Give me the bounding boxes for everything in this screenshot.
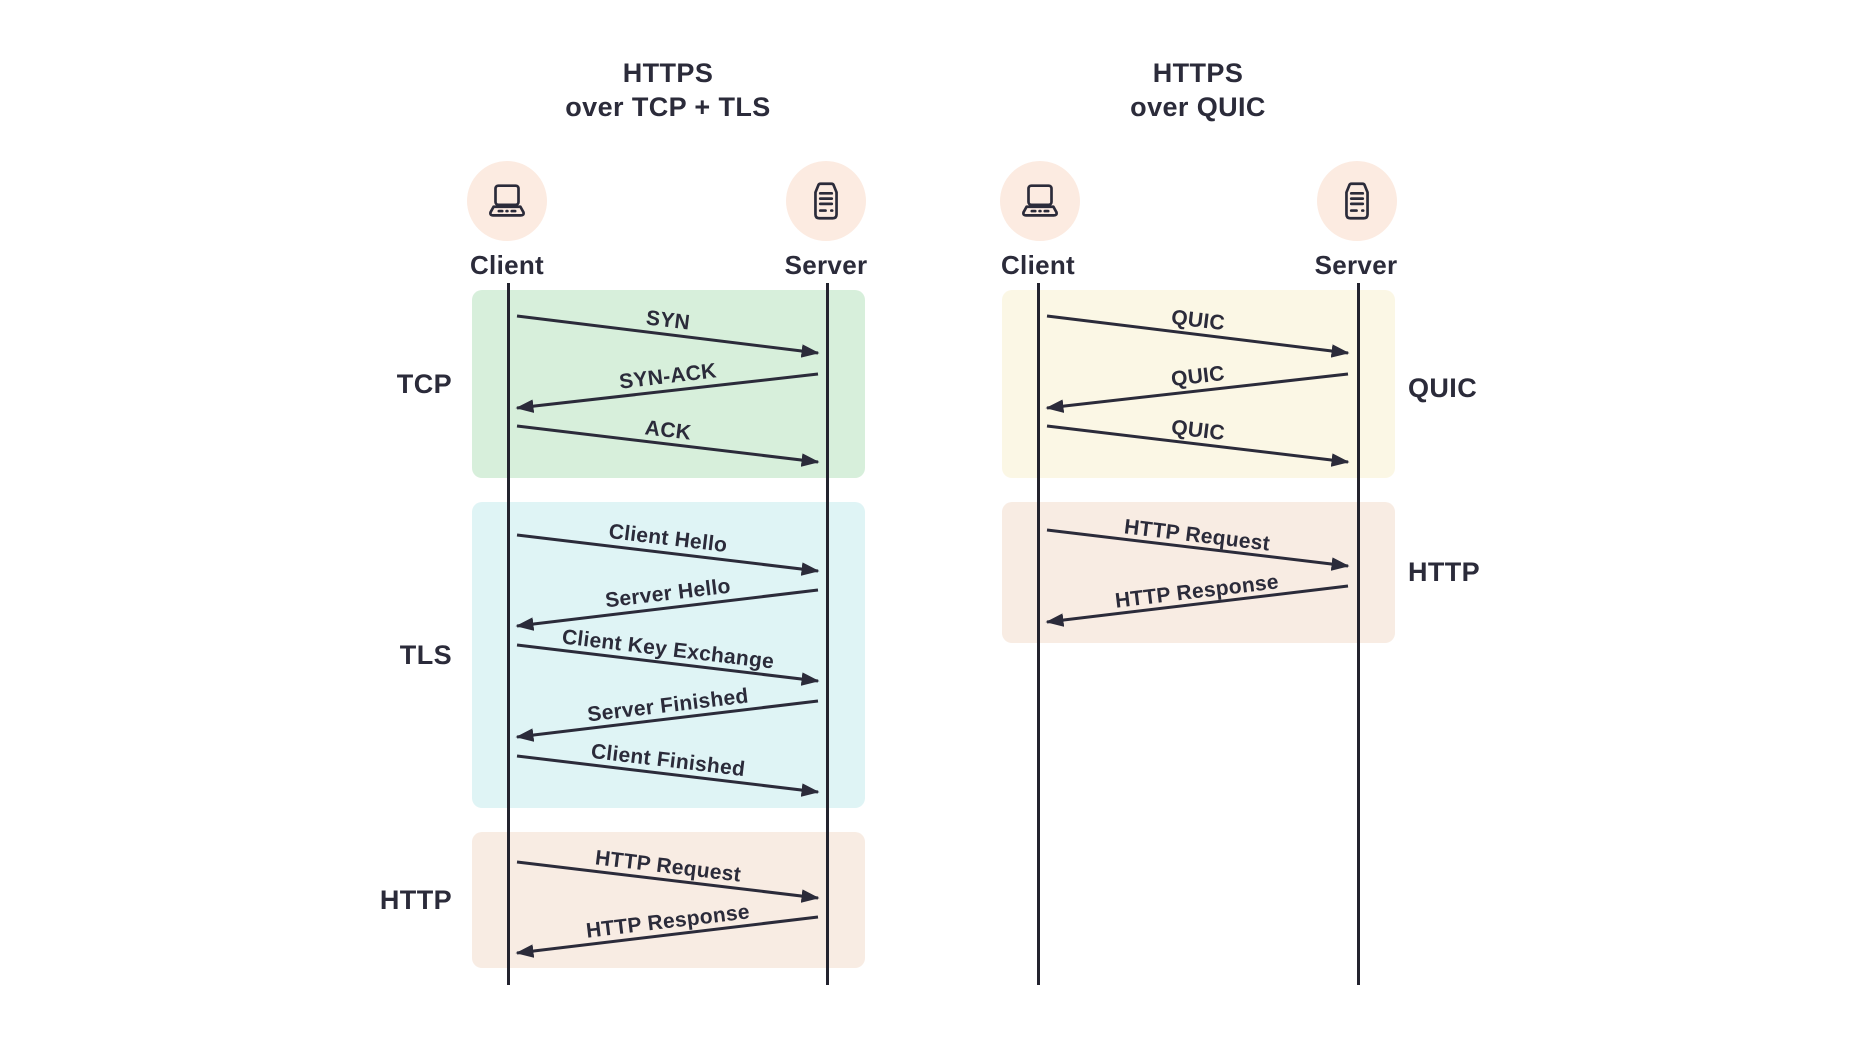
right-server-lifeline	[1356, 283, 1360, 985]
left-title-line1: HTTPS	[622, 58, 714, 88]
quic-section-background	[1002, 290, 1395, 478]
message-label-syn: SYN	[644, 306, 692, 335]
arrow-http-request-right	[1046, 528, 1350, 571]
arrow-syn-ack	[515, 372, 819, 413]
left-client-avatar	[467, 161, 547, 241]
right-server-avatar	[1317, 161, 1397, 241]
arrow-http-response-left	[515, 915, 819, 958]
right-title-line1: HTTPS	[1152, 58, 1244, 88]
section-label-tls: TLS	[399, 640, 452, 670]
left-title-line2: over TCP + TLS	[565, 92, 771, 122]
left-client-lifeline	[506, 283, 510, 985]
right-title-line2: over QUIC	[1130, 92, 1266, 122]
section-label-http-left: HTTP	[379, 885, 452, 915]
server-icon	[1345, 182, 1369, 220]
arrow-quic-3	[1046, 424, 1350, 467]
section-label-http-right: HTTP	[1408, 557, 1481, 587]
arrow-client-key-exchange	[516, 643, 820, 686]
left-server-avatar	[786, 161, 866, 241]
arrow-server-finished	[515, 699, 819, 742]
section-label-quic: QUIC	[1408, 373, 1478, 403]
section-label-tcp: TCP	[396, 369, 452, 399]
http-left-section-background	[472, 832, 865, 968]
right-server-label: Server	[1314, 250, 1398, 280]
left-client-label: Client	[469, 250, 545, 280]
left-server-label: Server	[784, 250, 868, 280]
left-diagram-title: HTTPS over TCP + TLS	[472, 56, 864, 124]
arrow-server-hello	[515, 588, 819, 631]
right-client-lifeline	[1036, 283, 1040, 985]
arrow-syn	[516, 314, 820, 358]
laptop-icon	[1022, 184, 1058, 217]
left-server-lifeline	[825, 283, 829, 985]
arrow-http-request-left	[516, 860, 820, 903]
tcp-section-background	[472, 290, 865, 478]
arrow-client-hello	[516, 533, 820, 576]
arrow-client-finished	[516, 754, 820, 797]
right-client-label: Client	[1000, 250, 1076, 280]
arrow-quic-1	[1046, 314, 1350, 358]
laptop-icon	[489, 184, 525, 217]
right-client-avatar	[1000, 161, 1080, 241]
arrow-quic-2	[1045, 372, 1349, 413]
arrow-ack	[516, 424, 820, 467]
right-diagram-title: HTTPS over QUIC	[1002, 56, 1394, 124]
arrow-http-response-right	[1045, 584, 1349, 627]
server-icon	[814, 182, 838, 220]
